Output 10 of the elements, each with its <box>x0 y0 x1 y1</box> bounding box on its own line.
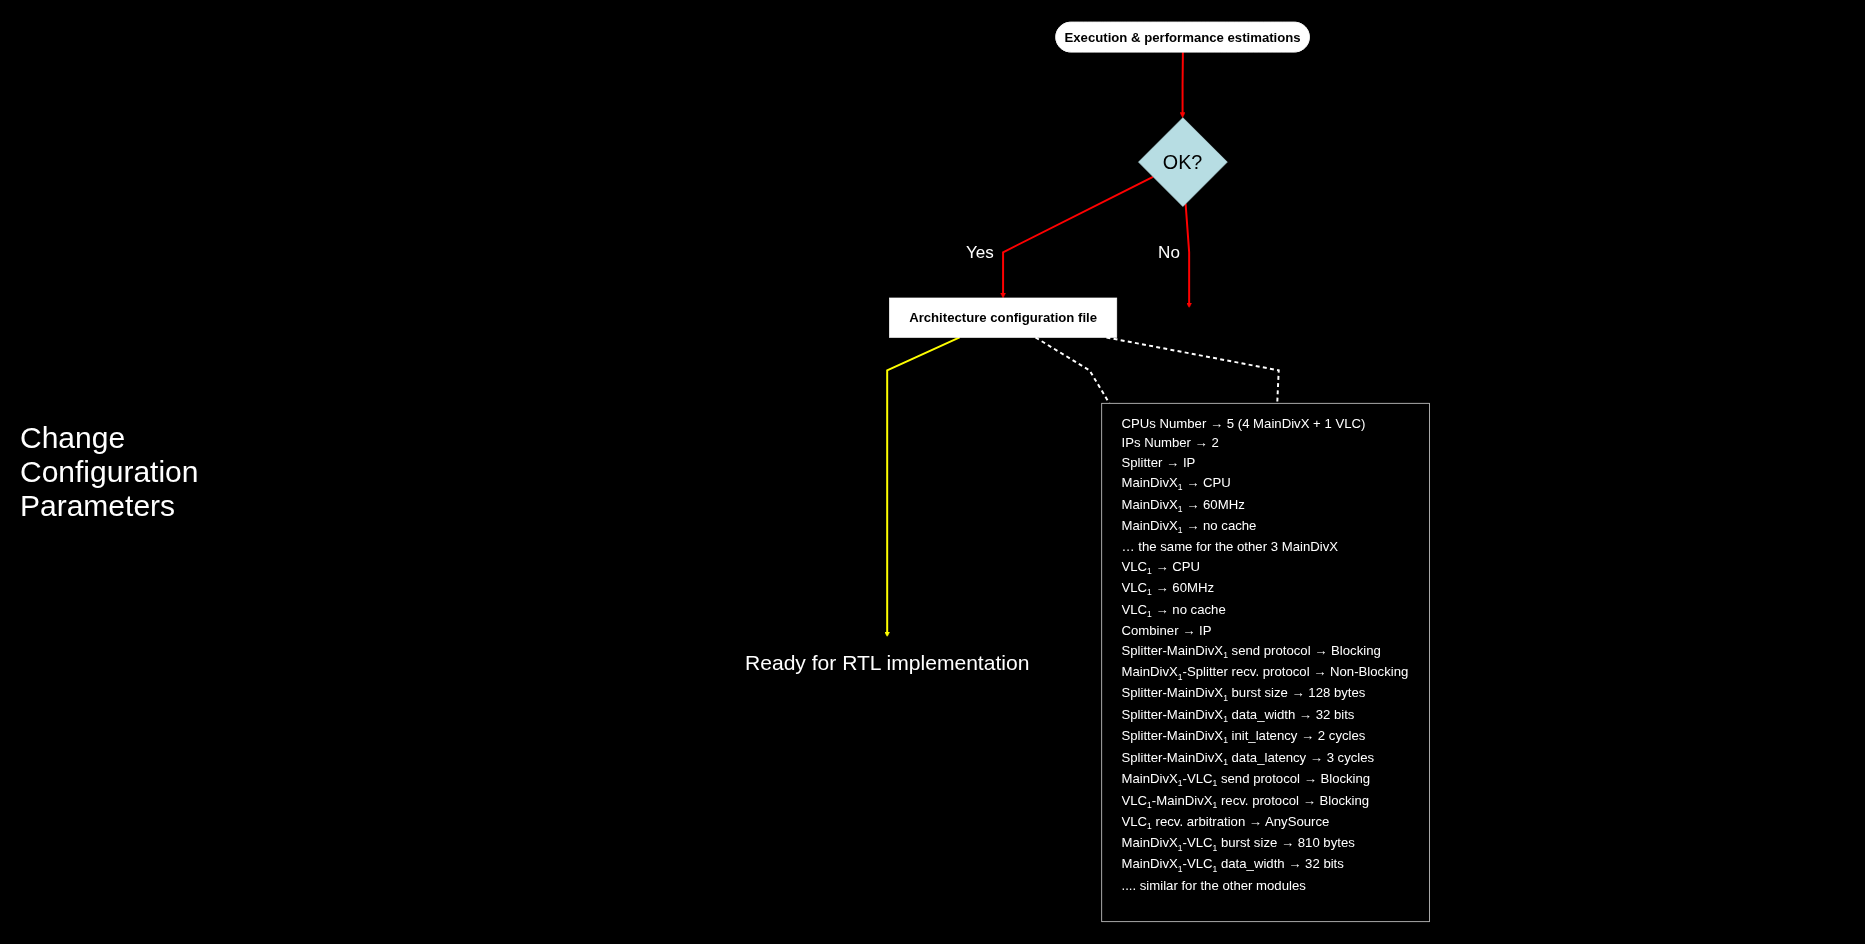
arrow <box>1000 175 1155 299</box>
node-diamond: OK? <box>1138 117 1228 207</box>
arrow <box>884 336 961 638</box>
edge-label: Yes <box>966 242 995 262</box>
arrow <box>1179 51 1186 118</box>
node-box: CPUs Number → 5 (4 MainDivX + 1 VLC) IPs Number → 2 Splitter → IP MainDivX$_{1}$ → CPU MainDivX$_{1}$ → 60MHz MainDivX$_{1}$ → no cache … the same for the other 3 MainDivX VLC$_{1}$ → CPU VLC$_{1}$ → 60MHz VLC$_{1}$ → no cache Combiner → IP Splitter-MainDivX$_{1}$ send protocol → Blocking MainDivX$_{1}$-Splitter recv. protocol → Non-Blocking Splitter-MainDivX$_{1}$ burst size → 128 bytes Splitter-MainDivX$_{1}$ data_width → 32 bits Splitter-MainDivX$_{1}$ init_latency → 2 cycles Splitter-MainDivX$_{1}$ data_latency → 3 cycles MainDivX$_{1}$-VLC$_{1}$ send protocol → Blocking VLC$_{1}$-MainDivX$_{1}$ recv. protocol → Blocking VLC$_{1}$ recv. arbitration → AnySource MainDivX$_{1}$-VLC$_{1}$ burst size → 810 bytes MainDivX$_{1}$-VLC$_{1}$ data_width → 32 bits .... similar for the other modules <box>1101 402 1430 923</box>
note-text: Change Configuration Parameters <box>20 421 200 523</box>
node-text: Ready for RTL implementation <box>745 650 1030 675</box>
edge-label: No <box>1158 242 1181 262</box>
node-box: Architecture configuration file <box>889 297 1118 338</box>
